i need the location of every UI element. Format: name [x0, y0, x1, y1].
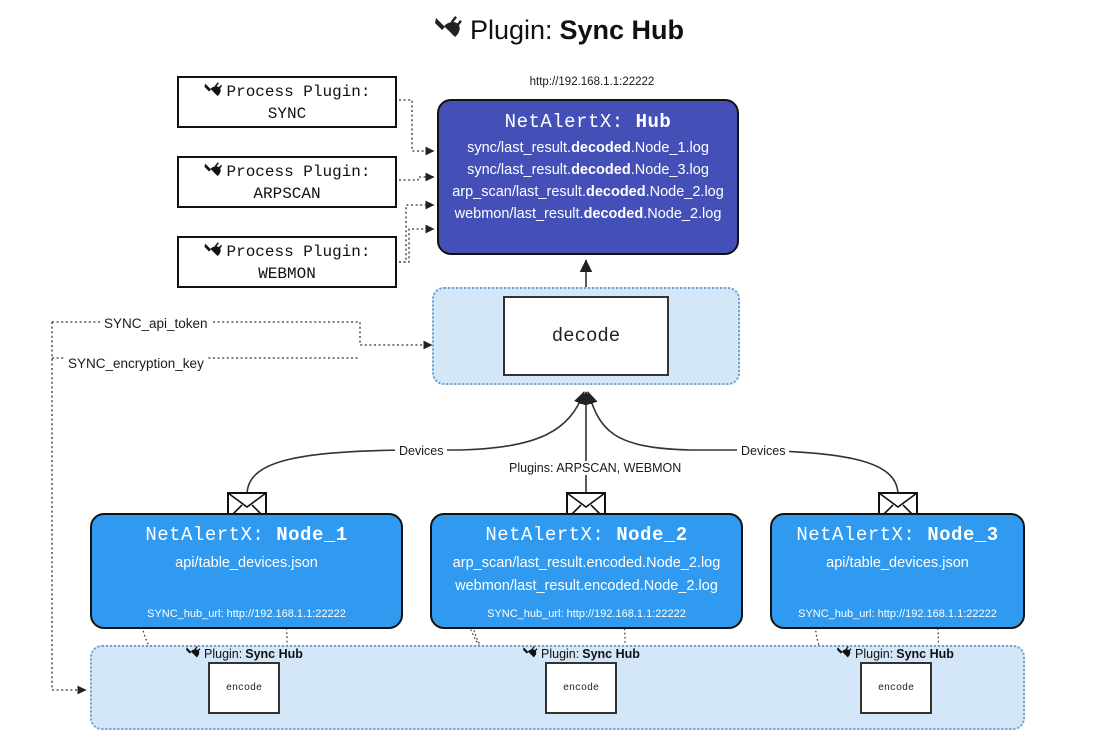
- hub-log-line: arp_scan/last_result.decoded.Node_2.log: [452, 184, 724, 200]
- node-line-list: arp_scan/last_result.encoded.Node_2.log …: [453, 555, 721, 594]
- sync-encryption-key-label: SYNC_encryption_key: [65, 356, 207, 371]
- process-plugin-sync[interactable]: Process Plugin: SYNC: [177, 76, 397, 128]
- process-plugin-label: Process Plugin:: [226, 83, 371, 101]
- hub-title: NetAlertX: Hub: [504, 111, 672, 133]
- node-line: api/table_devices.json: [175, 555, 318, 571]
- process-plugin-webmon[interactable]: Process Plugin: WEBMON: [177, 236, 397, 288]
- plugin-caption-node-3: Plugin: Sync Hub: [836, 645, 954, 662]
- node-title: NetAlertX: Node_2: [485, 524, 688, 546]
- node-line: api/table_devices.json: [826, 555, 969, 571]
- encode-box-node-1[interactable]: encode: [208, 662, 280, 714]
- plug-icon: [836, 645, 852, 662]
- node-title: NetAlertX: Node_1: [145, 524, 348, 546]
- hub-log-list: sync/last_result.decoded.Node_1.log sync…: [439, 140, 737, 222]
- node-footer: SYNC_hub_url: http://192.168.1.1:22222: [798, 608, 997, 620]
- node-box-node-2[interactable]: NetAlertX: Node_2 arp_scan/last_result.e…: [430, 513, 743, 629]
- edge-label-plugins: Plugins: ARPSCAN, WEBMON: [505, 461, 686, 475]
- page-title: Plugin: Sync Hub: [0, 14, 1117, 47]
- plug-icon: [203, 161, 223, 184]
- process-plugin-label: Process Plugin:: [226, 243, 371, 261]
- hub-log-line: sync/last_result.decoded.Node_3.log: [467, 162, 709, 178]
- hub-url-label: http://192.168.1.1:22222: [529, 76, 655, 88]
- title-prefix: Plugin:: [469, 15, 553, 45]
- encode-box-node-2[interactable]: encode: [545, 662, 617, 714]
- node-footer: SYNC_hub_url: http://192.168.1.1:22222: [487, 608, 686, 620]
- encode-box-node-3[interactable]: encode: [860, 662, 932, 714]
- node-box-node-1[interactable]: NetAlertX: Node_1 api/table_devices.json…: [90, 513, 403, 629]
- process-plugin-label: Process Plugin:: [226, 163, 371, 181]
- hub-log-line: sync/last_result.decoded.Node_1.log: [467, 140, 709, 156]
- process-plugin-name: SYNC: [267, 104, 307, 123]
- plug-icon: [433, 14, 463, 47]
- edge-label-devices-left: Devices: [395, 444, 448, 458]
- hub-log-line: webmon/last_result.decoded.Node_2.log: [454, 206, 722, 222]
- sync-api-token-label: SYNC_api_token: [101, 316, 211, 331]
- plug-icon: [522, 645, 538, 662]
- process-plugin-name: WEBMON: [258, 264, 316, 283]
- plugin-caption-name: Sync Hub: [245, 646, 303, 661]
- edge-label-devices-right: Devices: [737, 444, 790, 458]
- node-footer: SYNC_hub_url: http://192.168.1.1:22222: [147, 608, 346, 620]
- node-line-list: api/table_devices.json: [826, 555, 969, 571]
- hub-box[interactable]: NetAlertX: Hub sync/last_result.decoded.…: [437, 99, 739, 255]
- node-title: NetAlertX: Node_3: [796, 524, 999, 546]
- plugin-caption-name: Sync Hub: [582, 646, 640, 661]
- decode-box[interactable]: decode: [503, 296, 669, 376]
- title-name: Sync Hub: [559, 15, 685, 45]
- plugin-caption-prefix: Plugin:: [541, 646, 580, 661]
- node-box-node-3[interactable]: NetAlertX: Node_3 api/table_devices.json…: [770, 513, 1025, 629]
- plug-icon: [203, 241, 223, 264]
- plug-icon: [203, 81, 223, 104]
- plugin-caption-node-1: Plugin: Sync Hub: [185, 645, 303, 662]
- node-line: webmon/last_result.encoded.Node_2.log: [455, 578, 718, 594]
- plugin-caption-node-2: Plugin: Sync Hub: [522, 645, 640, 662]
- process-plugin-name: ARPSCAN: [253, 184, 321, 203]
- node-line: arp_scan/last_result.encoded.Node_2.log: [452, 555, 721, 571]
- node-line-list: api/table_devices.json: [175, 555, 318, 571]
- plug-icon: [185, 645, 201, 662]
- plugin-caption-prefix: Plugin:: [204, 646, 243, 661]
- plugin-caption-prefix: Plugin:: [855, 646, 894, 661]
- plugin-caption-name: Sync Hub: [896, 646, 954, 661]
- process-plugin-arpscan[interactable]: Process Plugin: ARPSCAN: [177, 156, 397, 208]
